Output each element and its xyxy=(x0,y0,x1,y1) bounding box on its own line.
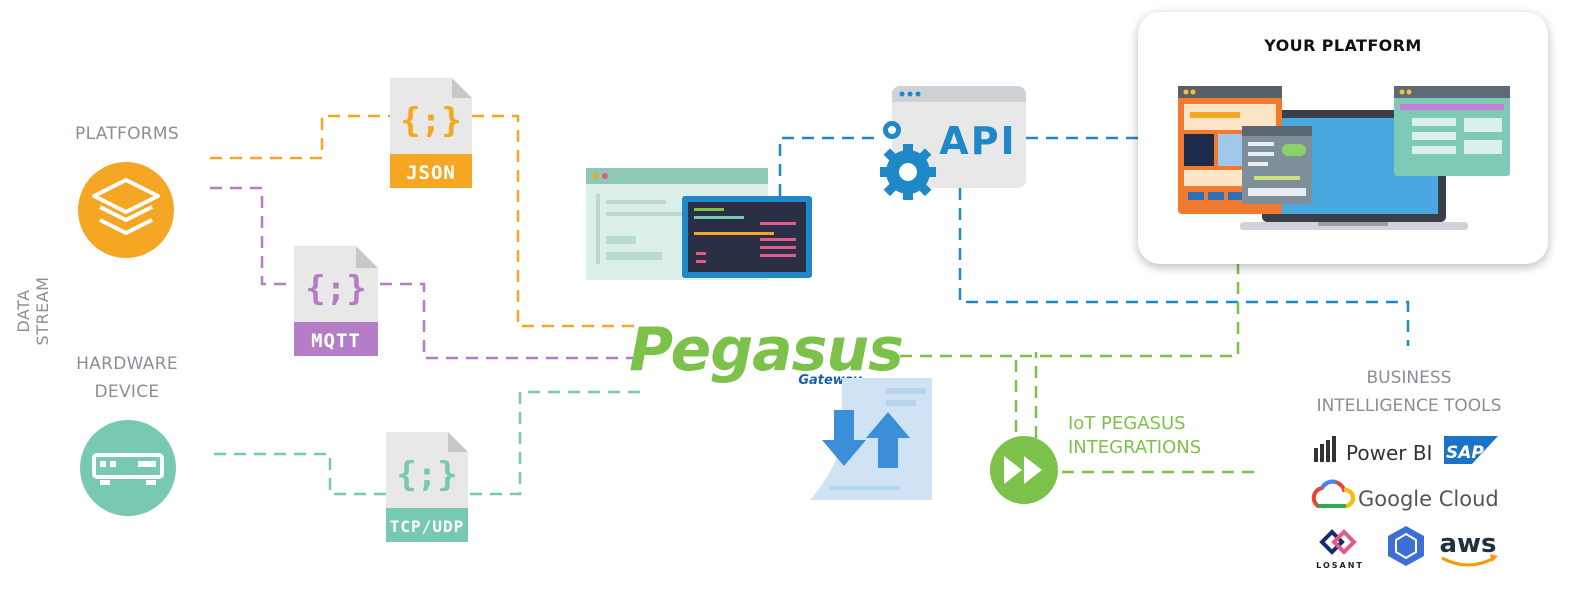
pegasus-logo: Pegasus Gateway xyxy=(629,315,904,388)
line-pegasus-platform xyxy=(880,264,1240,358)
fast-forward-icon xyxy=(990,436,1058,504)
power-bi-logo: Power BI xyxy=(1314,436,1432,465)
aws-label: aws xyxy=(1439,529,1496,559)
sap-logo: SAP xyxy=(1444,436,1498,464)
line-mqtt-pegasus xyxy=(380,282,640,360)
mqtt-label: MQTT xyxy=(311,330,361,352)
google-cloud-logo: Google Cloud xyxy=(1311,479,1499,511)
line-code-api xyxy=(778,136,880,196)
line-platforms-mqtt xyxy=(210,186,296,286)
code-editor-illustration xyxy=(586,168,812,280)
mqtt-document-icon: {;} MQTT xyxy=(294,246,378,356)
google-cloud-label: Google Cloud xyxy=(1358,487,1499,511)
your-platform-card: YOUR PLATFORM xyxy=(1138,12,1548,264)
iot-integrations-label: IoT PEGASUS INTEGRATIONS xyxy=(1068,413,1202,458)
sap-label: SAP xyxy=(1446,443,1484,463)
layers-icon xyxy=(78,162,174,258)
json-brace: {;} xyxy=(400,101,461,141)
platform-illustration xyxy=(1178,86,1510,230)
json-label: JSON xyxy=(406,162,456,184)
tcp-udp-label: TCP/UDP xyxy=(390,517,464,536)
power-bi-label: Power BI xyxy=(1346,441,1432,465)
line-hardware-tcp xyxy=(214,452,388,496)
pegasus-brand: Pegasus xyxy=(629,315,903,385)
hardware-device-icon xyxy=(80,420,176,516)
platform-title: YOUR PLATFORM xyxy=(1264,36,1422,55)
gcp-hexagon-icon xyxy=(1388,526,1424,566)
bi-tools-label: BUSINESS INTELLIGENCE TOOLS xyxy=(1316,368,1502,416)
losant-logo: LOSANT xyxy=(1316,529,1364,570)
json-document-icon: {;} JSON xyxy=(390,78,472,188)
hardware-device-label: HARDWARE DEVICE xyxy=(76,354,178,402)
tcp-udp-document-icon: {;} TCP/UDP xyxy=(386,432,468,542)
platforms-label: PLATFORMS xyxy=(75,124,179,144)
data-stream-label: DATA STREAM xyxy=(14,276,52,346)
sync-arrows-icon xyxy=(810,378,932,500)
api-label: API xyxy=(939,119,1016,163)
losant-label: LOSANT xyxy=(1316,561,1364,570)
line-api-bi xyxy=(958,188,1410,346)
tcp-brace: {;} xyxy=(396,455,457,495)
aws-logo: aws xyxy=(1439,529,1498,567)
line-tcp-pegasus xyxy=(470,390,640,496)
mqtt-brace: {;} xyxy=(305,269,366,309)
line-json-pegasus xyxy=(472,114,640,328)
line-platforms-json xyxy=(210,114,390,160)
